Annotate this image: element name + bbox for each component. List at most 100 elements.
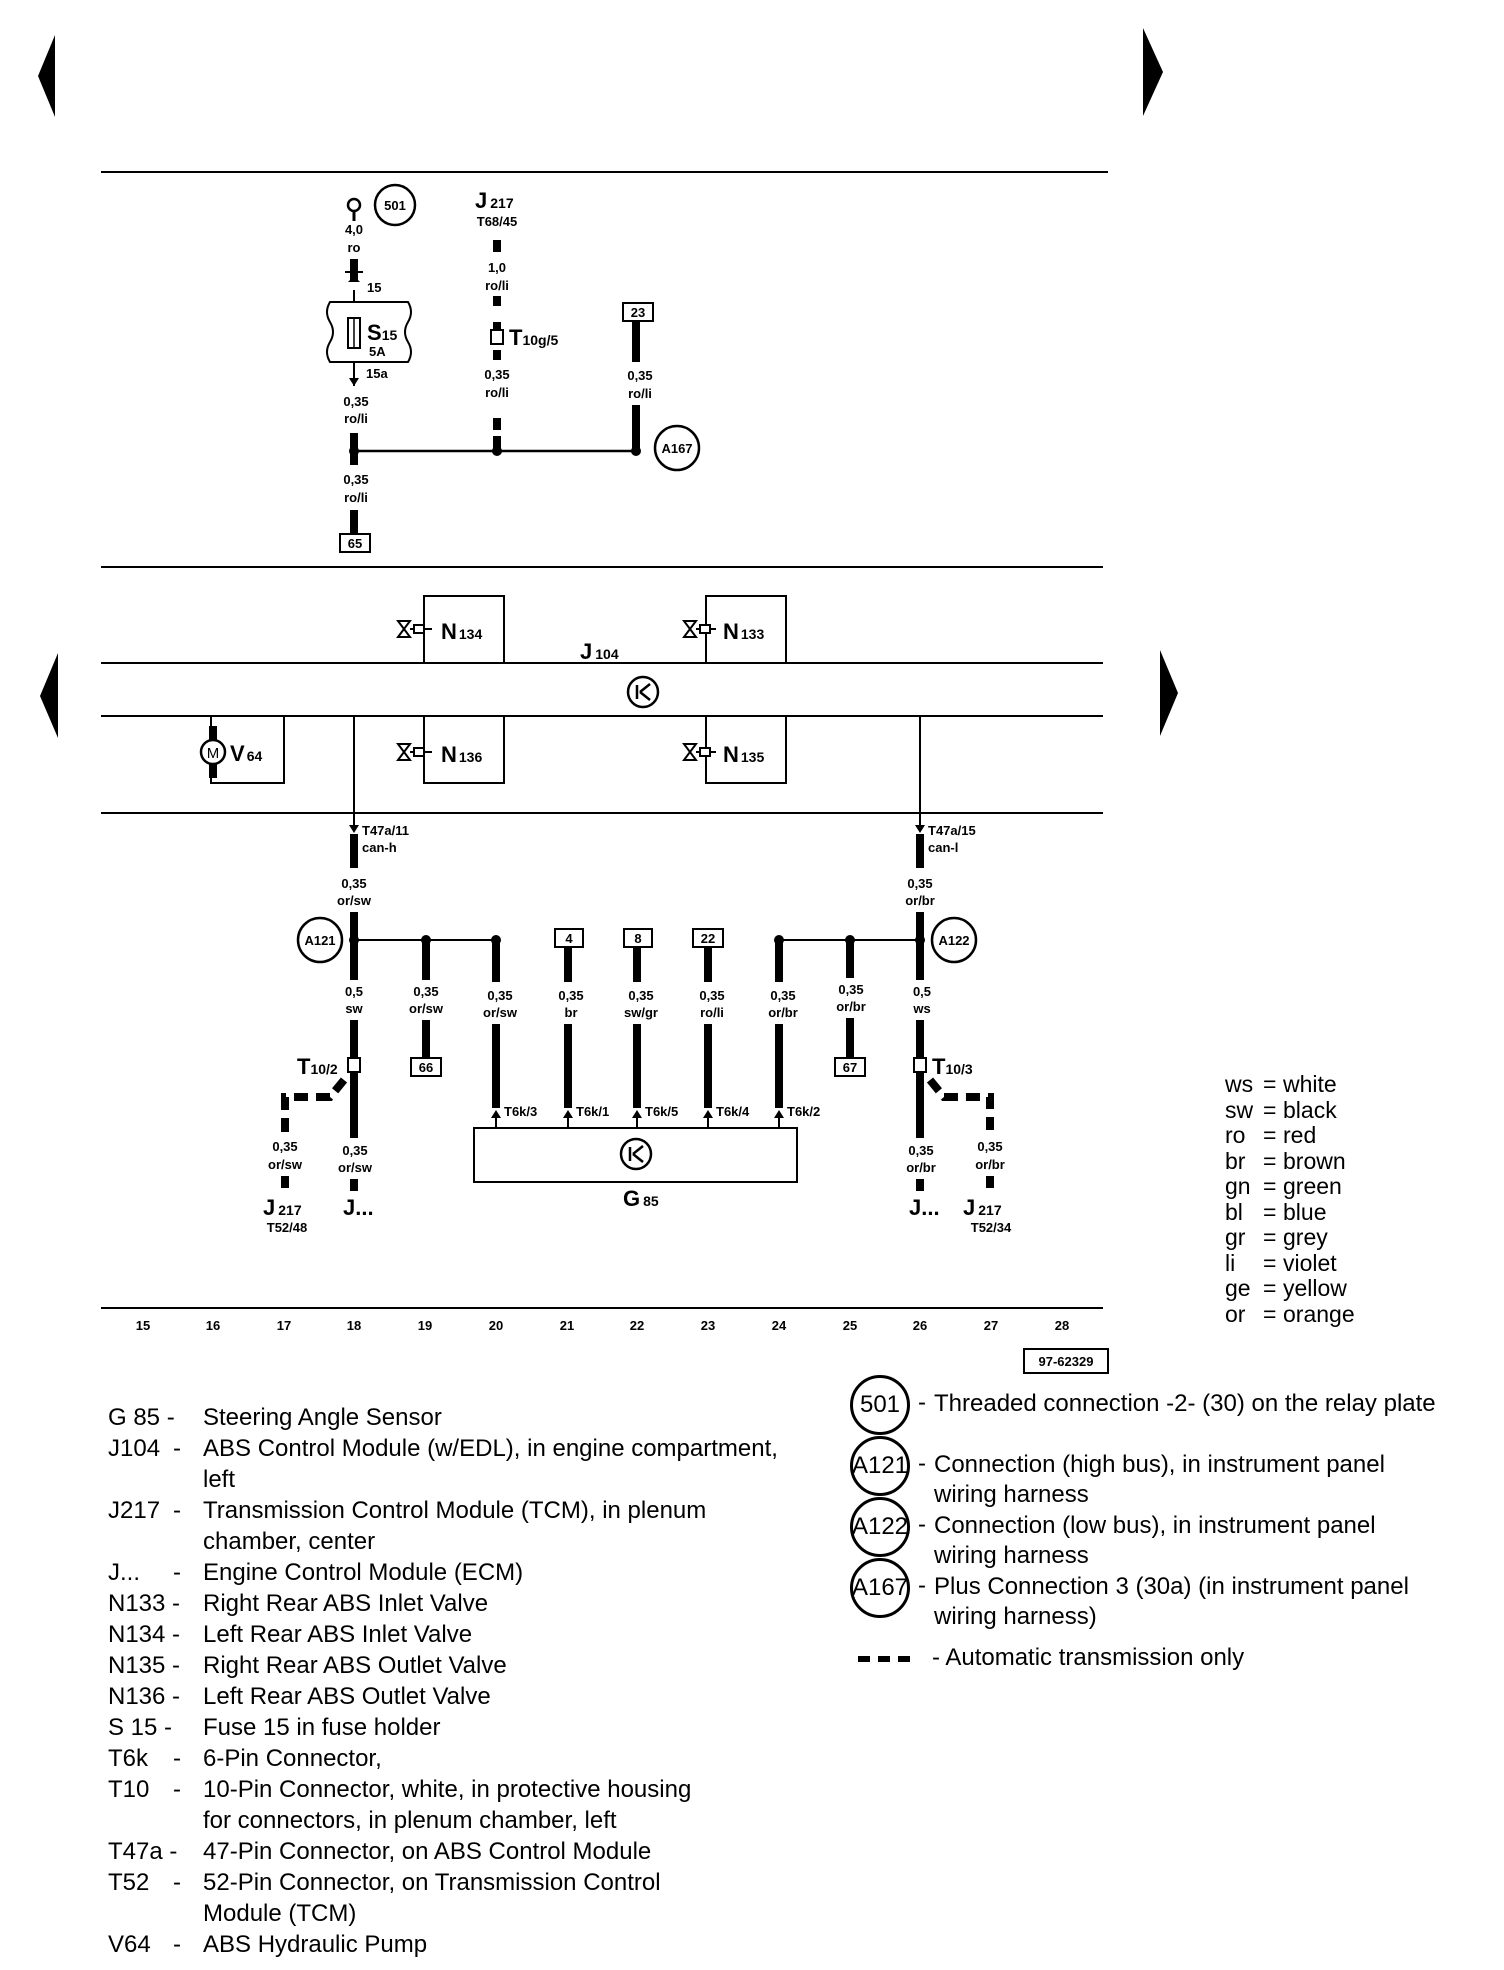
connection-row: A121 - Connection (high bus), in instrum… (850, 1436, 1410, 1510)
ref-8-label: 8 (634, 931, 641, 946)
pin-t6k-5: T6k/5 (645, 1104, 678, 1119)
wire-fuse-out-size: 0,35 (343, 394, 368, 409)
can-l-size: 0,35 (907, 876, 932, 891)
color-key-row: gr=grey (1225, 1224, 1328, 1250)
legend-row: G 85 -Steering Angle Sensor (108, 1404, 442, 1431)
track-number: 15 (136, 1318, 150, 1333)
legend-row: N136 -Left Rear ABS Outlet Valve (108, 1683, 491, 1710)
wire-501-color: ro (348, 240, 361, 255)
connection-501-symbol: 501 (850, 1375, 910, 1435)
connection-row: A167 - Plus Connection 3 (30a) (in instr… (850, 1558, 1450, 1632)
drop-20-size: 0,35 (487, 988, 512, 1003)
valve-icon (396, 743, 432, 761)
color-key-row: li=violet (1225, 1249, 1337, 1276)
ref-box-67 (834, 1057, 866, 1077)
t10-2-connector-symbol (347, 1057, 361, 1073)
ref-box-65 (339, 533, 371, 553)
track-number: 20 (489, 1318, 503, 1333)
a122-label: A122 (938, 933, 969, 948)
automatic-only-wire (281, 1077, 348, 1138)
color-key-row: bl=blue (1225, 1198, 1327, 1225)
left-solid-color: or/sw (338, 1160, 373, 1175)
drop-18-size: 0,5 (345, 984, 363, 999)
legend-row: N135 -Right Rear ABS Outlet Valve (108, 1652, 507, 1679)
ref-22-label: 22 (701, 931, 715, 946)
drop-26-color: ws (912, 1001, 930, 1016)
t10g-label: T10g/5 (509, 325, 558, 350)
drop-21-color: br (565, 1005, 578, 1020)
terminal-501-label: 501 (384, 198, 406, 213)
valve-icon (682, 620, 716, 638)
pin-t6k-3: T6k/3 (504, 1104, 537, 1119)
can-h-signal: can-h (362, 840, 397, 855)
t10g-connector-symbol (490, 329, 504, 345)
next-page-arrow-middle[interactable] (1160, 650, 1178, 736)
track-number: 21 (560, 1318, 574, 1333)
wire-color-key: ws=white sw=black ro=red br=brown gn=gre… (1225, 1071, 1355, 1327)
wire-501-size: 4,0 (345, 222, 363, 237)
connection-a121-symbol: A121 (850, 1436, 910, 1496)
wire-fuse-down-color: ro/li (344, 490, 368, 505)
drop-22-size: 0,35 (628, 988, 653, 1003)
right-solid-color: or/br (906, 1160, 936, 1175)
t10-3-label: T10/3 (932, 1054, 973, 1079)
legend-row: V64-ABS Hydraulic Pump (108, 1931, 428, 1958)
right-dashed-size: 0,35 (977, 1139, 1002, 1154)
color-key-row: ro=red (1225, 1122, 1317, 1148)
color-key-row: ws=white (1225, 1071, 1337, 1097)
figure-id-box (1023, 1348, 1109, 1374)
g85-box (473, 1127, 798, 1183)
a167-label: A167 (661, 441, 692, 456)
ref-4-label: 4 (565, 931, 573, 946)
drop-22-color: sw/gr (624, 1005, 658, 1020)
drop-26-size: 0,5 (913, 984, 931, 999)
left-solid-size: 0,35 (342, 1143, 367, 1158)
figure-id: 97-62329 (1039, 1354, 1094, 1369)
dashed-line-note: - Automatic transmission only (850, 1644, 1350, 1672)
pin-t6k-2: T6k/2 (787, 1104, 820, 1119)
left-dashed-size: 0,35 (272, 1139, 297, 1154)
track-number: 27 (984, 1318, 998, 1333)
connection-row: A122 - Connection (low bus), in instrume… (850, 1497, 1410, 1571)
valve-icon (682, 743, 716, 761)
track-number: 18 (347, 1318, 361, 1333)
dashed-line-symbol (858, 1656, 910, 1662)
track-number: 26 (913, 1318, 927, 1333)
drop-20-color: or/sw (483, 1005, 518, 1020)
right-dashed-color: or/br (975, 1157, 1005, 1172)
color-key-row: sw=black (1225, 1096, 1337, 1123)
prev-page-arrow-middle[interactable] (40, 653, 58, 738)
legend-row: T6k-6-Pin Connector, (108, 1745, 382, 1772)
ref-67-label: 67 (843, 1060, 857, 1075)
electronic-module-icon (619, 1137, 653, 1171)
legend-row: T52-52-Pin Connector, on Transmission Co… (108, 1869, 661, 1927)
track-number: 24 (772, 1318, 787, 1333)
drop-23-size: 0,35 (699, 988, 724, 1003)
legend-row: N134 -Left Rear ABS Inlet Valve (108, 1621, 473, 1648)
svg-text:M: M (207, 745, 220, 762)
prev-page-arrow-top[interactable] (38, 35, 55, 117)
next-page-arrow-top[interactable] (1143, 28, 1163, 116)
j-left-label: J... (343, 1195, 374, 1220)
electronic-module-icon (626, 675, 660, 709)
legend-row: J104-ABS Control Module (w/EDL), in engi… (108, 1435, 778, 1493)
left-dashed-color: or/sw (268, 1157, 303, 1172)
drop-21-size: 0,35 (558, 988, 583, 1003)
valve-icon (396, 620, 432, 638)
drop-25-color: or/br (836, 999, 866, 1014)
can-l-color: or/br (905, 893, 935, 908)
connection-row: 501 - Threaded connection -2- (30) on th… (850, 1375, 1470, 1435)
can-h-color: or/sw (337, 893, 372, 908)
right-solid-size: 0,35 (908, 1143, 933, 1158)
connection-a167-symbol: A167 (850, 1558, 910, 1618)
track-number: 25 (843, 1318, 857, 1333)
component-legend: G 85 -Steering Angle Sensor J104-ABS Con… (108, 1402, 788, 1960)
wire-23-color: ro/li (628, 386, 652, 401)
connection-a122-symbol: A122 (850, 1497, 910, 1557)
color-key-row: gn=green (1225, 1173, 1342, 1199)
